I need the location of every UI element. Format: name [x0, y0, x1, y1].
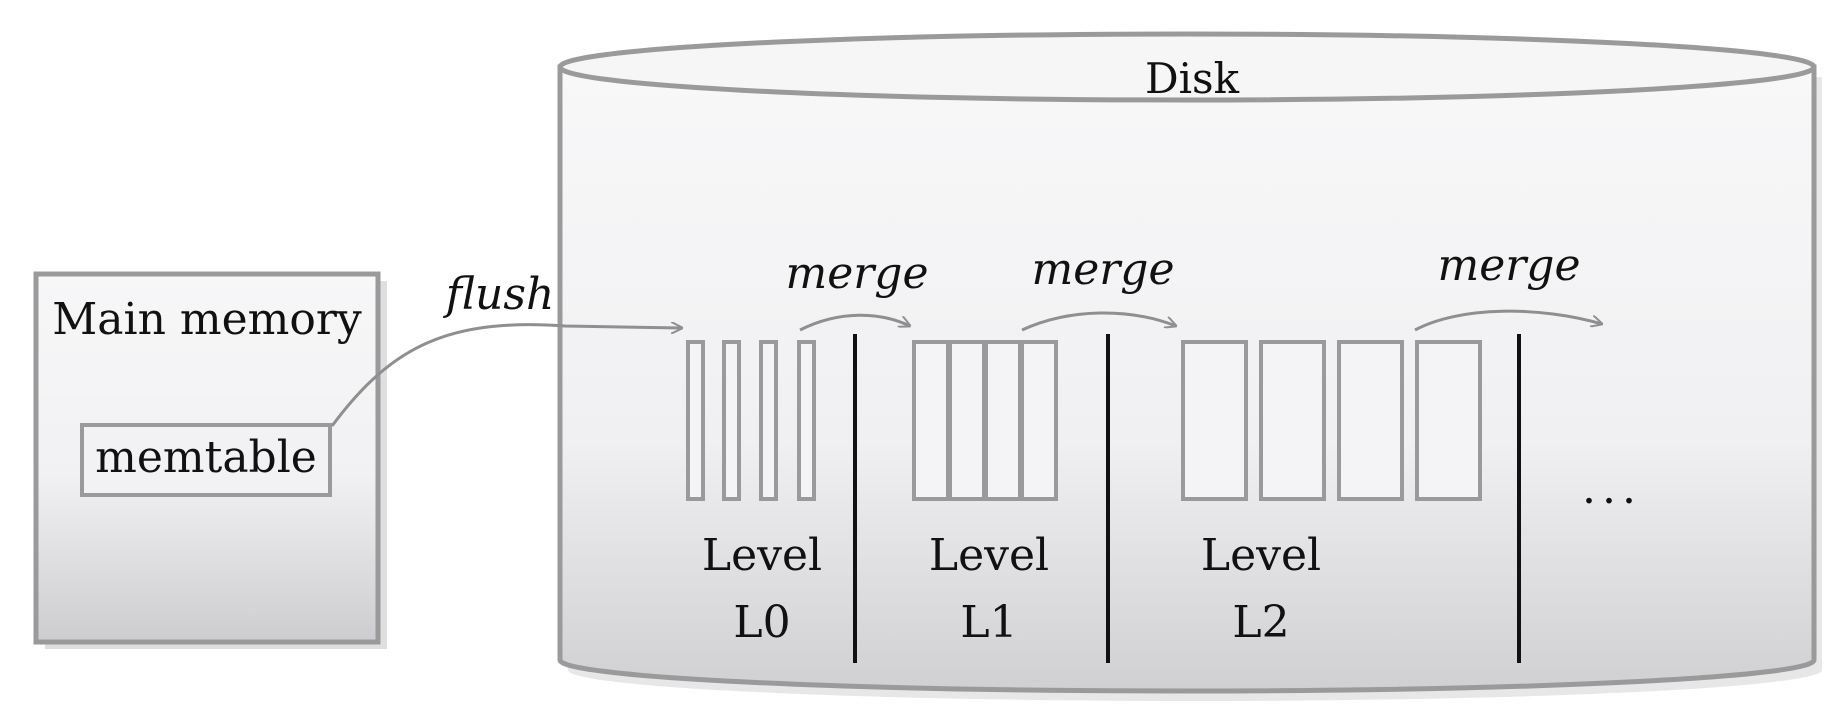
sstable: [1259, 340, 1326, 501]
sstable: [759, 340, 778, 501]
level-l2-sstables: [1181, 340, 1482, 501]
sstable: [722, 340, 741, 501]
merge-arrow-1: [799, 313, 910, 332]
level-dividers: [853, 334, 1521, 663]
level-l1-word: Level: [929, 530, 1049, 581]
level-labels: Level L0 Level L1 Level L2 ...: [702, 463, 1642, 648]
more-levels-ellipsis: ...: [1582, 463, 1642, 514]
merge-label-2: merge: [1032, 244, 1175, 295]
memtable-box: [80, 423, 332, 497]
level-l0-id: L0: [733, 597, 790, 648]
main-memory-label: Main memory: [52, 294, 362, 345]
disk-label: Disk: [1145, 54, 1240, 103]
merge-label-3: merge: [1438, 240, 1581, 291]
level-l1-sstables: [912, 340, 1058, 501]
level-l2-id: L2: [1232, 597, 1289, 648]
disk-top-ellipse: [557, 31, 1817, 103]
level-l1-id: L1: [960, 597, 1017, 648]
arrow-labels: flush merge merge merge: [443, 240, 1581, 320]
level-l0-sstables: [686, 340, 816, 501]
sstable: [1020, 340, 1058, 501]
merge-arrow-2: [1021, 311, 1176, 332]
flow-arrows: [330, 309, 1602, 427]
sstable: [948, 340, 986, 501]
sstable: [1415, 340, 1482, 501]
sstable: [984, 340, 1022, 501]
sstable: [912, 340, 950, 501]
merge-arrow-3: [1414, 309, 1602, 332]
sstable: [1181, 340, 1248, 501]
sstable: [797, 340, 816, 501]
sstable: [1337, 340, 1404, 501]
flush-label: flush: [443, 269, 555, 320]
level-l0-word: Level: [702, 530, 822, 581]
sstable: [686, 340, 705, 501]
flush-arrow: [330, 325, 682, 427]
main-memory-box: Main memory memtable: [33, 271, 387, 649]
memtable-label: memtable: [95, 432, 317, 483]
level-l2-word: Level: [1201, 530, 1321, 581]
merge-label-1: merge: [786, 248, 929, 299]
